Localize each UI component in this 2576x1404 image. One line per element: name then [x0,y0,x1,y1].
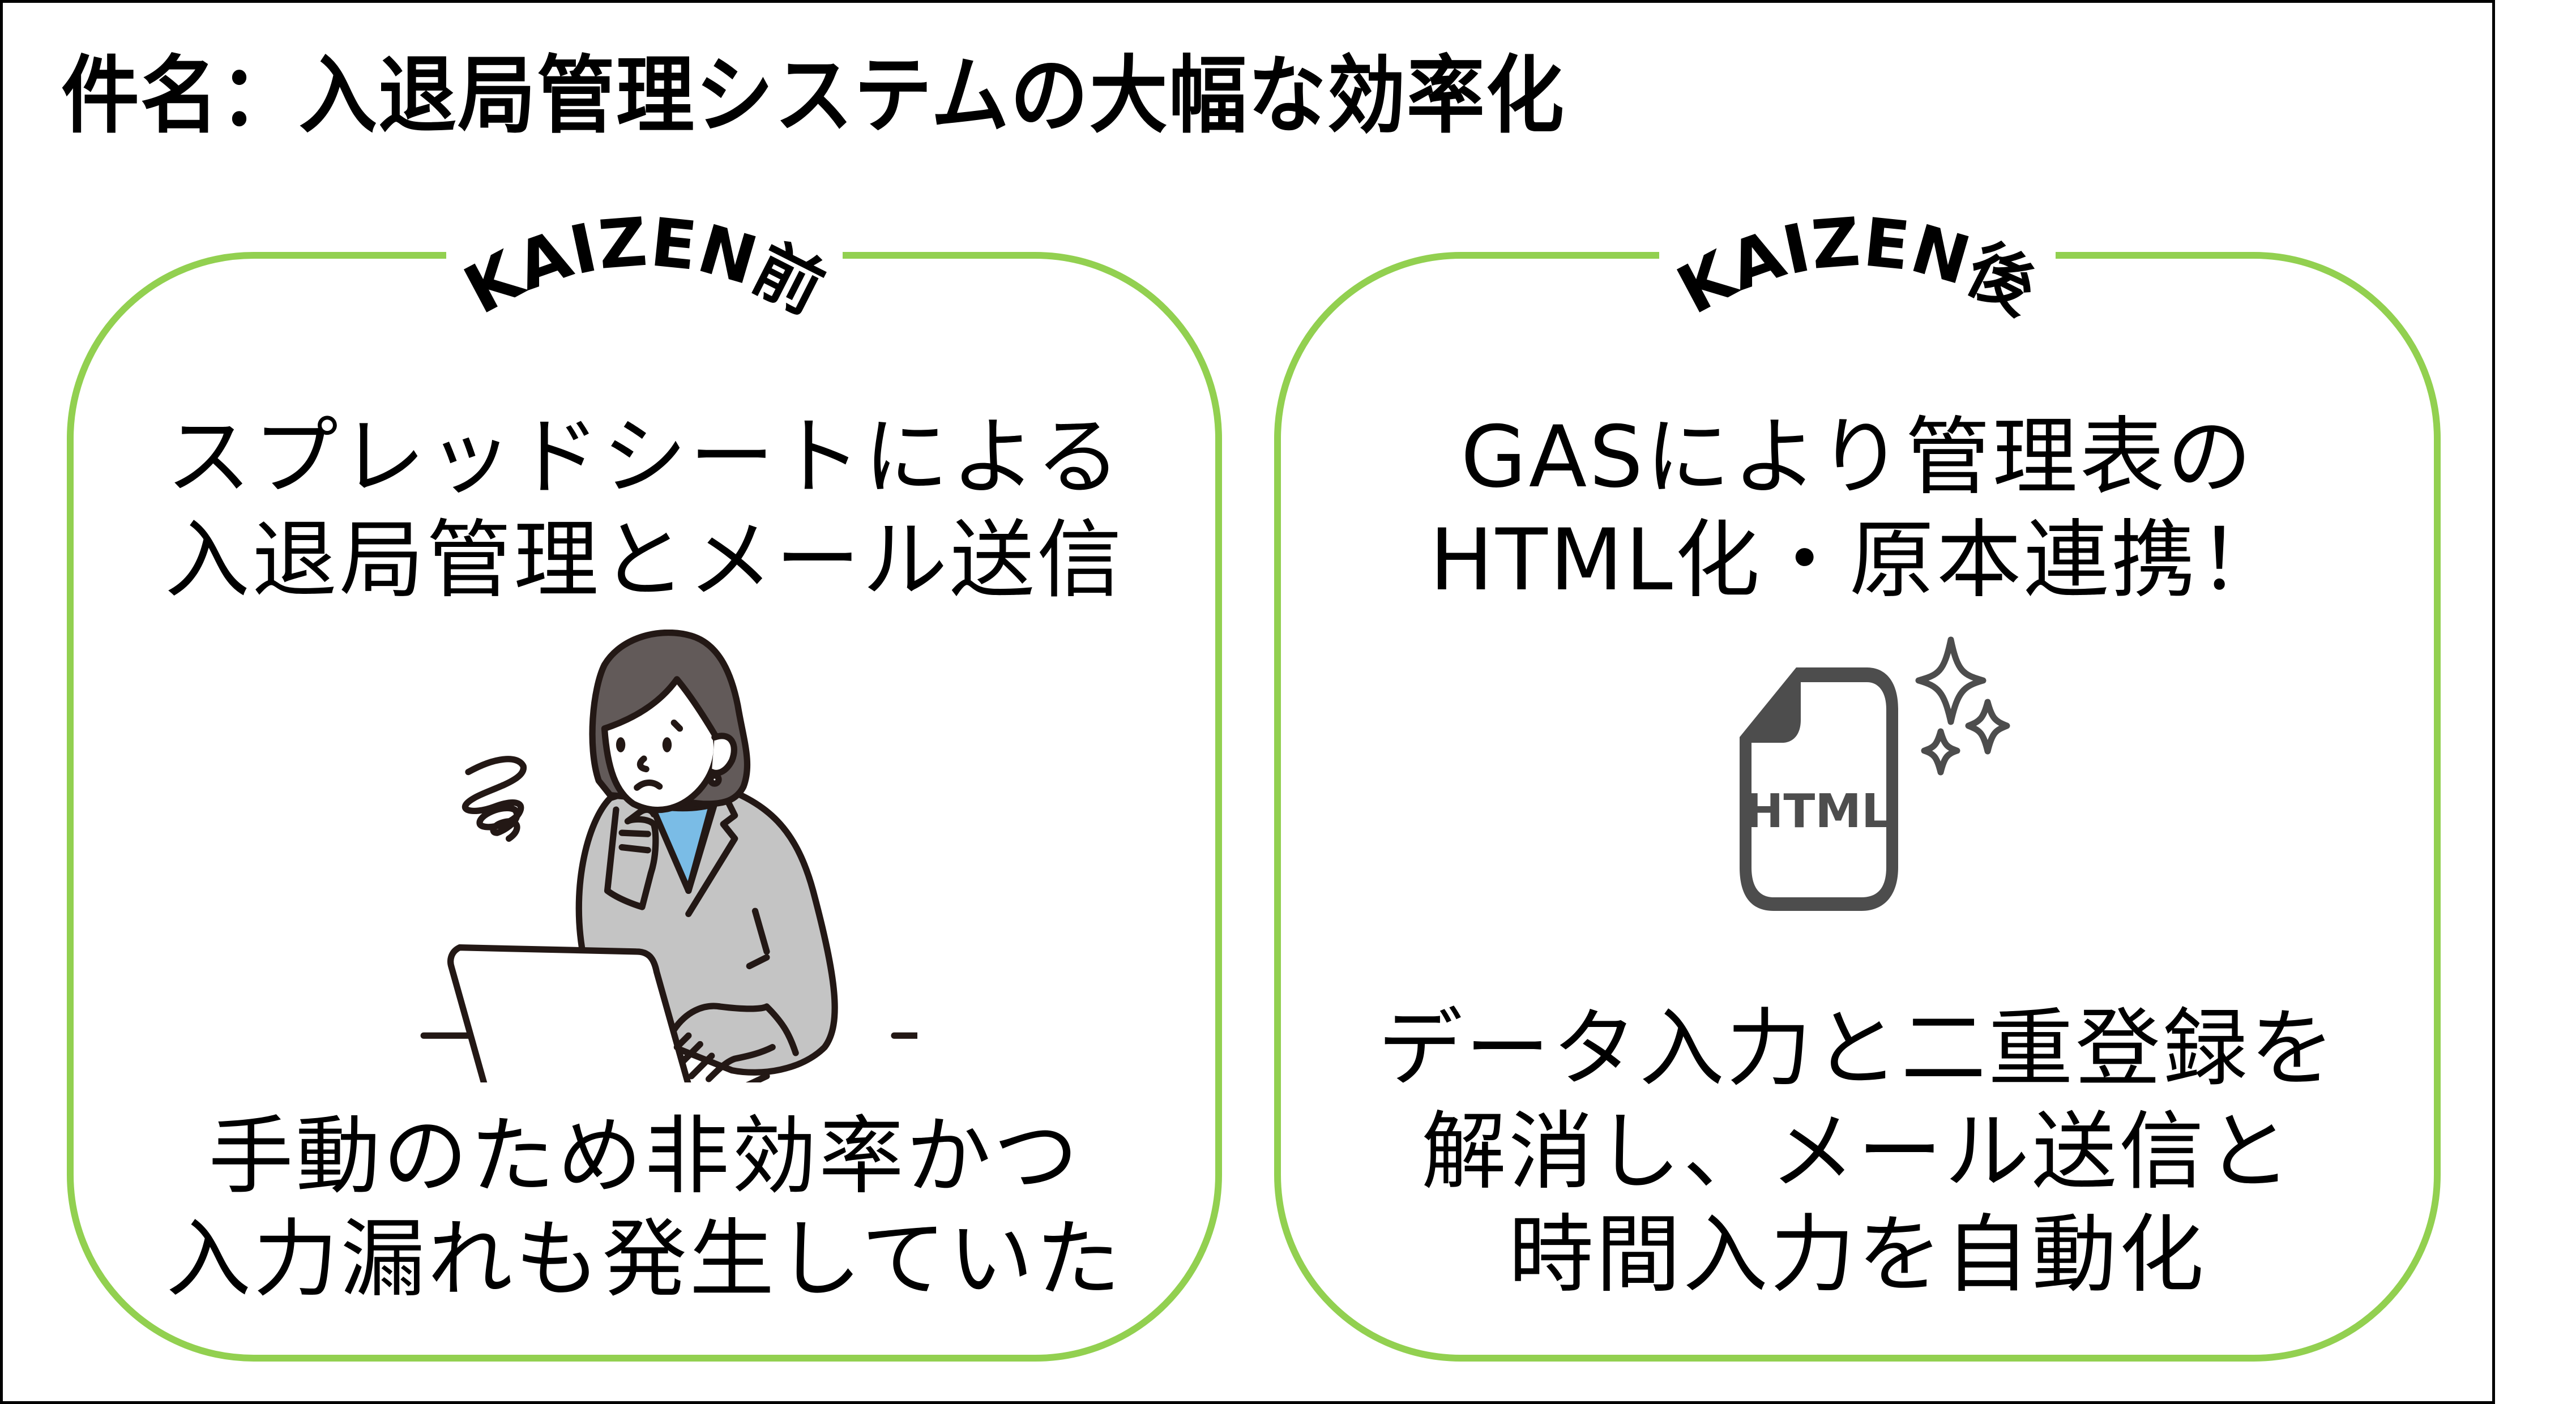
after-panel-header: KAIZEN後 [1659,203,2056,329]
svg-text:KAIZEN後: KAIZEN後 [1665,203,2049,329]
html-icon-label: HTML [1745,785,1891,838]
before-panel-header: KAIZEN前 [446,203,843,329]
after-panel: KAIZEN後 GASにより管理表の HTML化・原本連携！ HTML データ入… [1274,203,2441,1362]
after-top-line-2: HTML化・原本連携！ [1429,511,2285,610]
before-header-arched-text: KAIZEN前 [452,203,836,329]
before-bottom-line-1: 手動のため非効率かつ [208,1107,1080,1206]
before-top-text: スプレッドシートによる 入退局管理とメール送信 [74,406,1215,612]
svg-text:KAIZEN前: KAIZEN前 [452,203,836,329]
after-top-text: GASにより管理表の HTML化・原本連携！ [1281,406,2434,612]
before-top-line-1: スプレッドシートによる [166,408,1123,507]
after-top-line-1: GASにより管理表の [1460,408,2254,507]
worried-woman-laptop-illustration [420,630,917,1082]
after-bottom-line-2: 解消し、メール送信と [1421,1103,2293,1201]
after-bottom-line-3: 時間入力を自動化 [1508,1206,2206,1304]
page-title: 件名：入退局管理システムの大幅な効率化 [61,46,1565,145]
after-bottom-text: データ入力と二重登録を 解消し、メール送信と 時間入力を自動化 [1281,998,2434,1307]
sparkle-icons [1915,636,2010,776]
after-header-arched-text: KAIZEN後 [1665,203,2049,329]
after-bottom-line-1: データ入力と二重登録を [1377,1000,2337,1098]
before-top-line-2: 入退局管理とメール送信 [164,511,1124,610]
before-panel: KAIZEN前 スプレッドシートによる 入退局管理とメール送信 [67,203,1222,1362]
before-bottom-line-2: 入力漏れも発生していた [166,1210,1123,1309]
html-file-icon: HTML [1740,636,2010,911]
before-bottom-text: 手動のため非効率かつ 入力漏れも発生していた [74,1105,1215,1311]
